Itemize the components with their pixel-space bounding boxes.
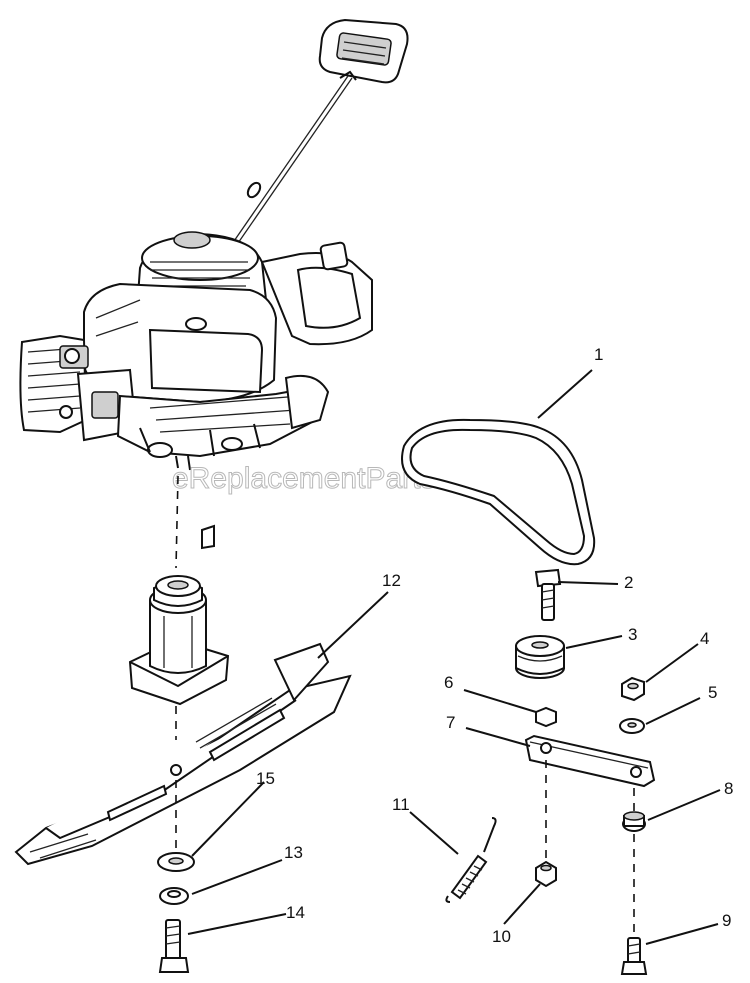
callout-5: 5 — [708, 683, 717, 702]
callout-9: 9 — [722, 911, 731, 930]
crankshaft-centerline — [175, 475, 179, 569]
spring-part — [445, 817, 497, 903]
callout-11: 11 — [392, 795, 410, 814]
shaft-key-part — [201, 524, 215, 550]
blade-part — [14, 642, 352, 866]
blade-bolt-part — [158, 919, 190, 973]
idler-pulley-part — [515, 635, 565, 679]
callout-13: 13 — [284, 843, 303, 862]
engine-assembly: eReplacementParts.com — [19, 18, 501, 740]
idler-arm-part — [524, 734, 656, 788]
spacer-part-6 — [535, 706, 557, 728]
callout-2: 2 — [624, 573, 633, 592]
bushing-part — [622, 811, 646, 832]
flange-nut-part — [535, 860, 557, 888]
callout-15: 15 — [256, 769, 275, 788]
blade-washer-part — [157, 852, 195, 872]
drive-belt-part — [401, 418, 596, 566]
engine-part — [19, 231, 373, 471]
callout-leaders — [187, 369, 721, 945]
callout-1: 1 — [594, 345, 603, 364]
callout-8: 8 — [724, 779, 733, 798]
callout-12: 12 — [382, 571, 401, 590]
lock-washer-part — [159, 887, 189, 905]
idler-bolt-part — [534, 568, 562, 621]
callout-7: 7 — [446, 713, 455, 732]
washer-part-5 — [619, 718, 645, 734]
callout-14: 14 — [286, 903, 305, 922]
callout-4: 4 — [700, 629, 709, 648]
callout-3: 3 — [628, 625, 637, 644]
callout-6: 6 — [444, 673, 453, 692]
blade-adapter-part — [128, 575, 230, 706]
idler-bolt-part-9 — [620, 937, 648, 975]
dipstick-part — [231, 18, 409, 247]
nut-part — [621, 676, 645, 702]
callout-10: 10 — [492, 927, 511, 946]
